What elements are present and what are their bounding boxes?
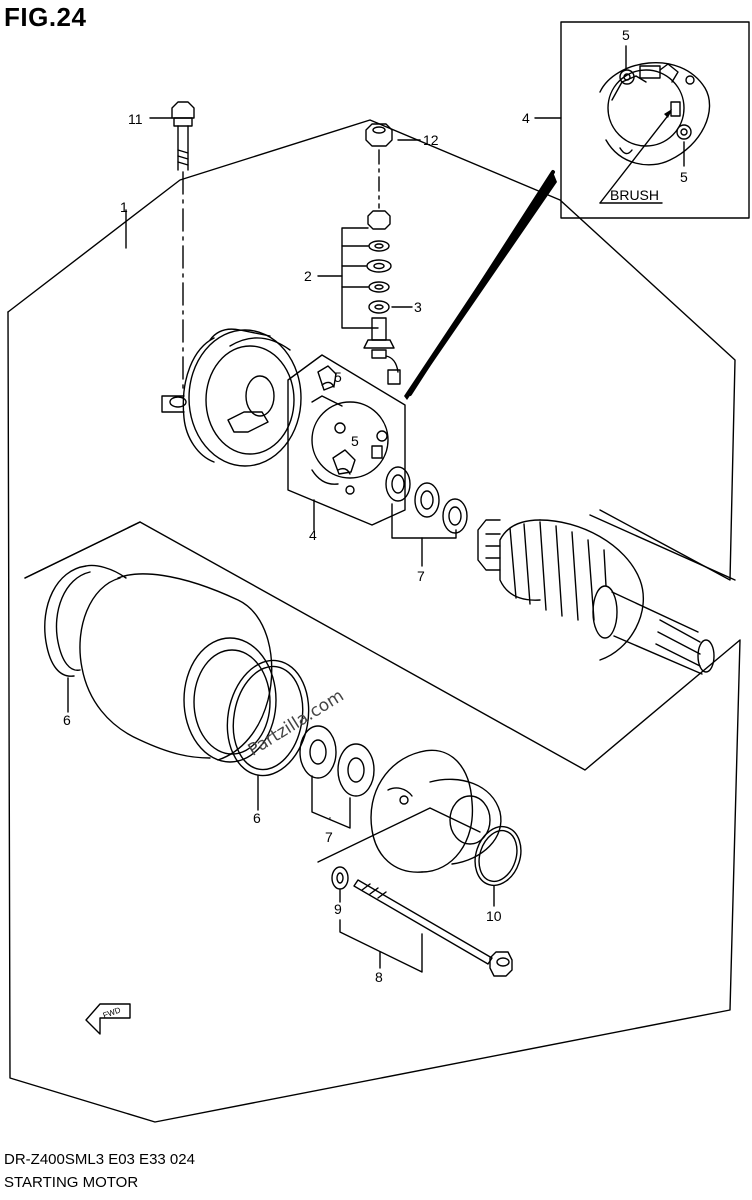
callout-5-inset-top: 5 (622, 27, 630, 43)
callout-1: 1 (120, 199, 128, 215)
yoke-housing (79, 573, 277, 763)
callout-4-inset: 4 (522, 110, 530, 126)
brush-leader (599, 112, 671, 204)
nut-12 (365, 123, 393, 147)
through-bolt-8 (353, 879, 513, 977)
assembly-outline-lower (7, 311, 741, 1123)
brush-plate-4 (287, 354, 406, 526)
callout-7-lower: 7 (325, 829, 333, 845)
o-ring-6-left (44, 564, 127, 677)
figure-title: FIG.24 (4, 2, 87, 32)
callout-9: 9 (334, 901, 342, 917)
bracket-2 (341, 227, 379, 329)
callout-5-main-b: 5 (351, 433, 359, 449)
front-housing-1 (161, 328, 302, 467)
inset-brush-plate (599, 62, 711, 166)
washers-7-lower (299, 725, 375, 797)
callout-7-upper: 7 (417, 568, 425, 584)
o-ring-10 (474, 825, 522, 887)
callout-2: 2 (304, 268, 312, 284)
callout-11: 11 (128, 111, 143, 127)
rear-cover (370, 749, 502, 873)
callout-10: 10 (486, 908, 502, 924)
terminal-bolt (363, 317, 401, 385)
fwd-arrow-icon (85, 1003, 131, 1035)
callout-8: 8 (375, 969, 383, 985)
footer-model-code: DR-Z400SML3 E03 E33 024 (4, 1151, 195, 1168)
assembly-outline-upper (7, 119, 736, 581)
callout-12: 12 (423, 132, 439, 148)
armature (477, 519, 715, 675)
washers-7-upper (385, 466, 468, 534)
brush-holder-inset (560, 21, 750, 219)
callout-6-right: 6 (253, 810, 261, 826)
callout-5-main-a: 5 (334, 369, 342, 385)
callout-4-main: 4 (309, 527, 317, 543)
footer-figure-name: STARTING MOTOR (4, 1174, 139, 1191)
inner-outline-b (589, 514, 736, 581)
end-cover-bracket (317, 807, 481, 863)
inner-outline (24, 521, 141, 579)
washer-9 (331, 866, 349, 890)
callout-5-inset-bottom: 5 (680, 169, 688, 185)
washer-stack-2 (366, 210, 392, 314)
bolt-11 (171, 101, 195, 391)
callout-3: 3 (414, 299, 422, 315)
o-ring-6-right (226, 659, 310, 777)
callout-6-left: 6 (63, 712, 71, 728)
brush-label: BRUSH (610, 187, 659, 203)
